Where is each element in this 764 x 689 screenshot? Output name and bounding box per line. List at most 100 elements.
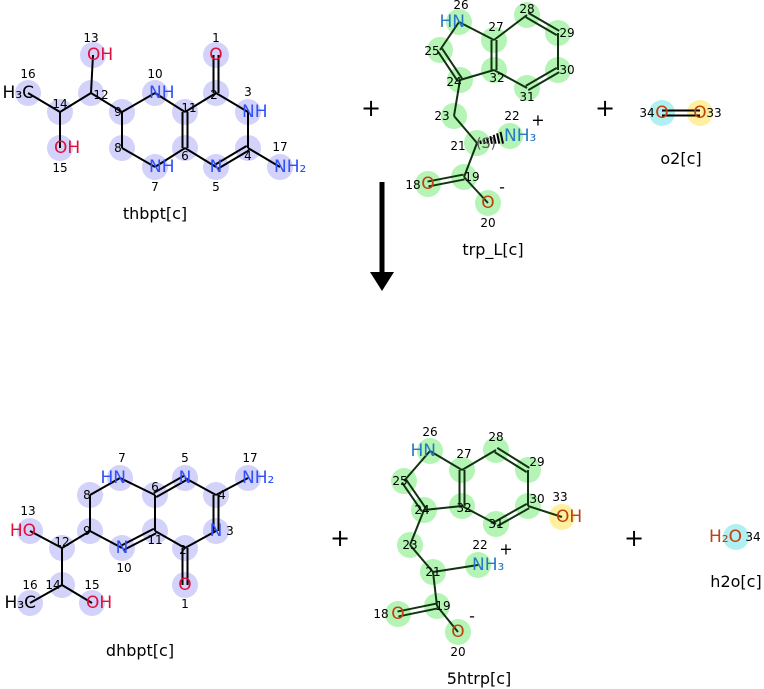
atom-thbpt-5: N5: [210, 157, 223, 194]
atom-number: 10: [116, 561, 131, 575]
atom-number: 5: [212, 180, 220, 194]
single-bond: [493, 14, 528, 41]
atom-htrp-23: 23: [402, 538, 417, 552]
atom-symbol: N: [116, 538, 129, 558]
single-bond: [527, 505, 563, 518]
atom-thbpt-3: NH3: [242, 85, 268, 122]
atom-number: 10: [147, 67, 162, 81]
atom-number: 3: [226, 524, 234, 538]
atom-symbol: NH: [149, 157, 175, 177]
single-bond: [89, 477, 121, 496]
atom-number: 17: [242, 451, 257, 465]
single-bond: [184, 477, 217, 496]
atom-number: 24: [414, 503, 429, 517]
atom-number: 32: [489, 71, 504, 85]
single-bond: [27, 92, 61, 113]
atom-symbol: NH: [149, 83, 175, 103]
atom-htrp-19: 19: [435, 599, 450, 613]
single-bond: [461, 505, 497, 525]
single-bond: [90, 92, 123, 113]
atom-number: 33: [706, 106, 721, 120]
atom-number: 11: [181, 101, 196, 115]
single-bond: [453, 115, 478, 144]
atom-number: 6: [181, 149, 189, 163]
atom-highlight: [385, 601, 411, 627]
plus-sign: +: [624, 524, 644, 552]
single-bond: [184, 530, 217, 549]
single-bond: [247, 147, 281, 168]
atom-number: 20: [450, 645, 465, 659]
atom-thbpt-10: NH 10: [147, 67, 175, 103]
atom-number: 25: [392, 474, 407, 488]
reaction-arrow: [370, 182, 394, 291]
atom-thbpt-6: 6: [181, 149, 189, 163]
wedge-bond: [496, 133, 501, 144]
atom-symbol: OH: [556, 507, 582, 527]
atom-number: 1: [212, 31, 220, 45]
atom-symbol: H₃C: [5, 593, 36, 613]
double-bond: [496, 507, 530, 528]
atom-thbpt-14: 14: [52, 97, 67, 111]
atom-highlight: [203, 42, 229, 68]
molecule-name-o2: o2[c]: [660, 149, 701, 168]
atom-highlight: [687, 100, 713, 126]
atom-symbol: O: [421, 174, 434, 194]
atom-trp-28: 28: [519, 2, 534, 16]
double-bond: [155, 479, 187, 499]
atom-number: 2: [179, 543, 187, 557]
atom-symbol: O: [655, 103, 668, 123]
atom-dhbpt-1: O1: [178, 575, 191, 611]
single-bond: [463, 142, 478, 178]
atom-number: 15: [84, 578, 99, 592]
atom-number: 26: [422, 425, 437, 439]
atom-trp-23: 23: [434, 109, 449, 123]
single-bond: [184, 92, 217, 113]
atom-number: 23: [402, 538, 417, 552]
double-bond: [525, 16, 558, 37]
atom-dhbpt-2: 2: [179, 543, 187, 557]
atom-symbol: OH: [86, 593, 112, 613]
atom-number: 9: [83, 524, 91, 538]
double-bond: [397, 602, 437, 613]
atom-number: 27: [488, 20, 503, 34]
single-bond: [121, 92, 156, 113]
wedge-bond: [482, 138, 486, 145]
atom-number: 28: [519, 2, 534, 16]
atom-number: 16: [22, 578, 37, 592]
double-bond: [214, 144, 248, 166]
atom-number: 2: [210, 88, 218, 102]
atom-number: 29: [529, 455, 544, 469]
atom-number: 19: [435, 599, 450, 613]
atom-number: 21: [450, 139, 465, 153]
single-bond: [154, 147, 186, 168]
atom-symbol: O: [693, 103, 706, 123]
single-bond: [90, 54, 94, 94]
highlights-o2: [649, 100, 713, 126]
wedge-bond: [479, 140, 482, 145]
atom-thbpt-8: 8: [114, 141, 122, 155]
atom-number: 34: [639, 106, 654, 120]
double-bond: [153, 474, 185, 494]
atom-number: 24: [446, 75, 461, 89]
stereo-label: (S): [476, 136, 496, 152]
atom-dhbpt-14: 14: [45, 578, 60, 592]
atom-thbpt-2: 2: [210, 88, 218, 102]
atom-number: 4: [244, 149, 252, 163]
atom-number: 34: [745, 530, 760, 544]
atom-symbol: HN: [411, 441, 437, 461]
atom-number: 14: [45, 578, 60, 592]
atom-number: 22: [472, 538, 487, 552]
single-bond: [409, 544, 434, 573]
atom-number: 14: [52, 97, 67, 111]
double-bond: [441, 48, 463, 80]
atom-htrp-25: 25: [392, 474, 407, 488]
atom-number: 25: [424, 44, 439, 58]
atom-number: 13: [83, 31, 98, 45]
